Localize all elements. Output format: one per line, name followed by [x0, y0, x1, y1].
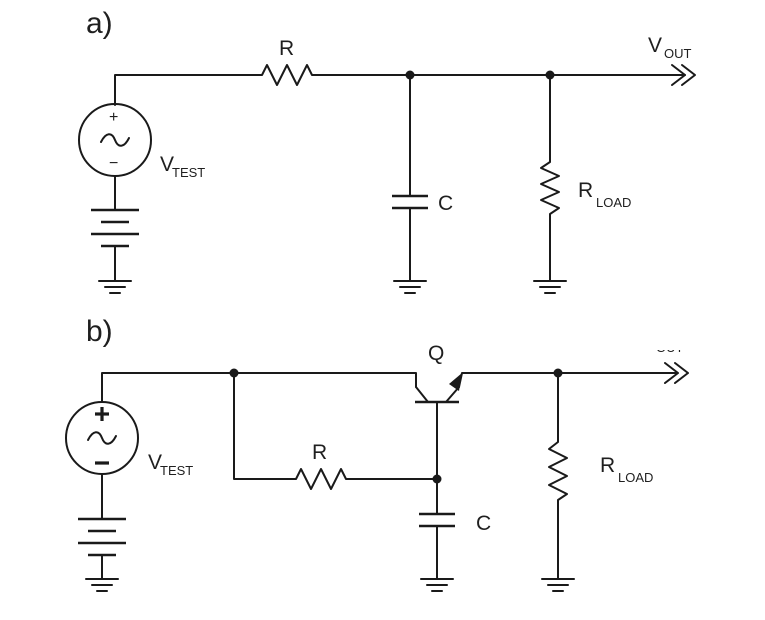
load-label-b-main: R [600, 454, 615, 477]
sine-wave-icon-a [100, 133, 130, 147]
battery-b [78, 517, 126, 557]
sine-wave-icon-b [87, 431, 117, 445]
load-label-a-main: R [578, 179, 593, 202]
wire-b-output [458, 372, 678, 388]
source-label-b-sub: TEST [160, 463, 193, 478]
source-a-plus: + [109, 109, 118, 126]
source-label-a-main: V [160, 153, 174, 176]
output-label-b-clip [640, 336, 700, 350]
wire-a-source-to-r [114, 74, 249, 106]
resistor-a-load [540, 157, 560, 219]
part-label-b: b) [86, 315, 113, 348]
wire-b-top [101, 372, 417, 403]
transistor-label: Q [428, 342, 444, 365]
source-label-a-sub: TEST [172, 165, 205, 180]
ground-a-load [533, 280, 567, 294]
wire-b-r-left [233, 372, 289, 480]
output-label-a-main: V [648, 34, 662, 57]
output-arrow-b-1 [664, 362, 679, 384]
part-label-a: a) [86, 7, 113, 40]
circuit-b: b) Q OUT R C [65, 315, 700, 592]
load-label-b-sub: LOAD [618, 470, 653, 485]
resistor-b-load [548, 437, 568, 505]
ground-a-cap [393, 280, 427, 294]
ground-b-cap [420, 578, 454, 592]
capacitor-a-label: C [438, 192, 453, 215]
battery-a [91, 208, 139, 248]
capacitor-b-label: C [476, 512, 491, 535]
output-arrow-a-2 [681, 64, 696, 86]
resistor-b-label: R [312, 441, 327, 464]
load-label-a-sub: LOAD [596, 195, 631, 210]
source-a-minus: − [109, 155, 118, 172]
transistor-q [415, 373, 462, 404]
output-arrow-b-2 [674, 362, 689, 384]
ground-a-source [98, 280, 132, 294]
resistor-a-label: R [279, 37, 294, 60]
resistor-a-r [247, 64, 319, 86]
ground-b-source [85, 578, 119, 592]
resistor-b-r [287, 468, 355, 490]
ground-b-load [541, 578, 575, 592]
source-b-plus-icon [95, 407, 109, 421]
source-label-b-main: V [148, 451, 162, 474]
circuit-a: a) R V OUT C R LOAD [78, 7, 696, 294]
output-arrow-a-1 [671, 64, 686, 86]
output-label-a-sub: OUT [664, 46, 692, 61]
